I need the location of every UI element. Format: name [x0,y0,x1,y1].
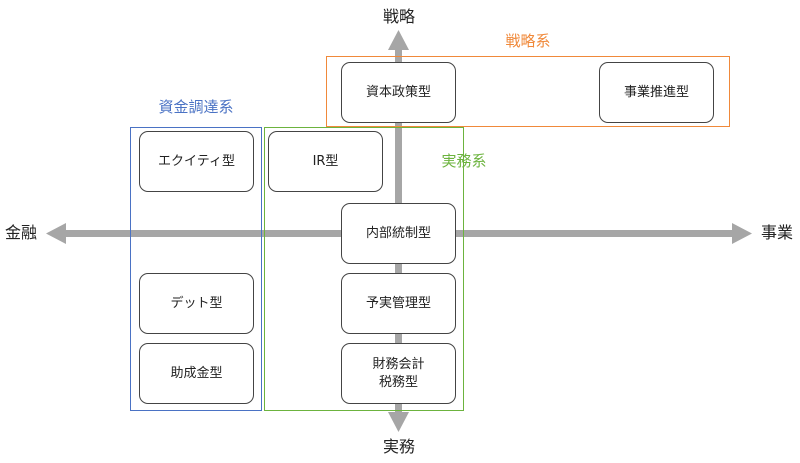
finance-tax-box: 財務会計 税務型 [341,343,456,404]
axis-label-bottom: 実務 [382,437,415,456]
axis-label-top: 戦略 [382,7,415,26]
axis-label-left: 金融 [4,223,37,242]
strategy-group-frame [326,56,730,127]
right-arrow-head [732,223,752,244]
business-promotion-box: 事業推進型 [599,62,714,123]
left-arrow-head [46,223,66,244]
capital-policy-box: 資本政策型 [341,62,456,123]
ir-box: IR型 [268,131,383,192]
equity-box: エクイティ型 [139,131,254,192]
operations-group-title: 実務系 [441,152,487,170]
budget-management-box: 予実管理型 [341,273,456,334]
grant-box: 助成金型 [139,343,254,404]
axis-label-right: 事業 [760,223,793,242]
debt-box: デット型 [139,273,254,334]
funding-group-frame [130,127,262,411]
funding-group-title: 資金調達系 [158,98,234,116]
bottom-arrow-head [388,412,409,432]
internal-control-box: 内部統制型 [341,203,456,264]
strategy-group-title: 戦略系 [505,32,551,50]
top-arrow-head [388,30,409,50]
operations-group-frame [264,127,464,411]
